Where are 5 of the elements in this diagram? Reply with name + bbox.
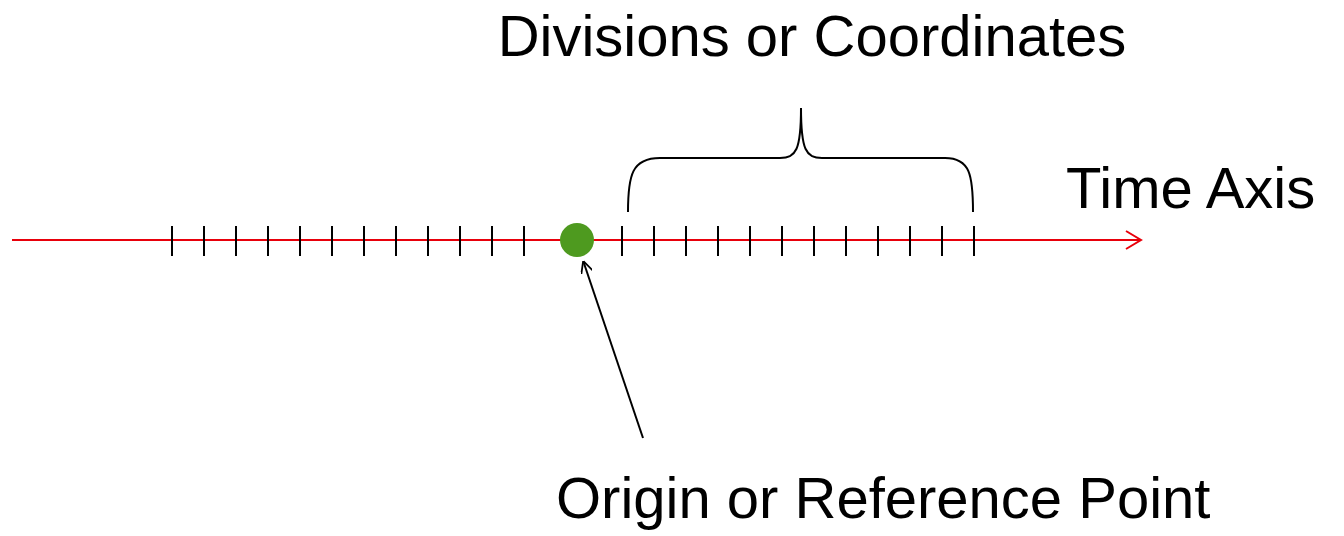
leader-arrow [580, 260, 644, 439]
origin-dot [560, 223, 594, 257]
axis-label: Time Axis [1066, 154, 1316, 222]
caption-text: Origin or Reference Point [556, 464, 1212, 532]
axis-label: Divisions or Coordinates [497, 2, 1127, 70]
